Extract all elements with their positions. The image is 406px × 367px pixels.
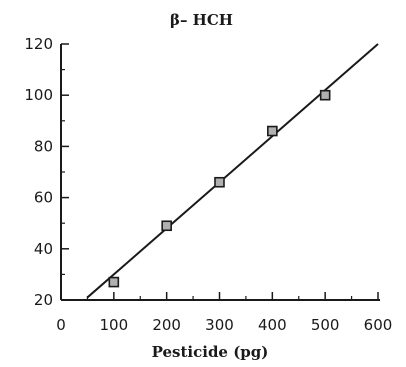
- x-tick-label: 500: [311, 316, 340, 334]
- y-tick-label: 20: [34, 291, 53, 309]
- y-tick-label: 80: [34, 137, 53, 155]
- x-axis-title: Pesticide (pg): [152, 343, 269, 361]
- x-tick-label: 0: [56, 316, 66, 334]
- x-tick-label: 400: [258, 316, 287, 334]
- y-tick-label: 100: [24, 86, 53, 104]
- chart-title: β– HCH: [170, 11, 233, 29]
- data-point-marker: [267, 125, 278, 137]
- data-point-marker: [108, 276, 120, 288]
- data-points: [108, 89, 331, 288]
- regression-line: [86, 43, 379, 299]
- data-point-marker: [214, 176, 225, 188]
- x-tick-label: 100: [100, 316, 129, 334]
- data-point-marker: [161, 220, 172, 232]
- y-tick-label: 120: [24, 35, 53, 53]
- x-axis-ticks: 0 100 200 300 400 500 600: [56, 292, 392, 334]
- x-tick-label: 300: [205, 316, 234, 334]
- y-tick-label: 60: [34, 189, 53, 207]
- data-point-marker: [319, 89, 331, 101]
- y-tick-label: 40: [34, 240, 53, 258]
- x-tick-label: 600: [364, 316, 393, 334]
- x-tick-label: 200: [152, 316, 181, 334]
- y-axis-ticks: 20 40 60 80 100 120: [24, 35, 69, 309]
